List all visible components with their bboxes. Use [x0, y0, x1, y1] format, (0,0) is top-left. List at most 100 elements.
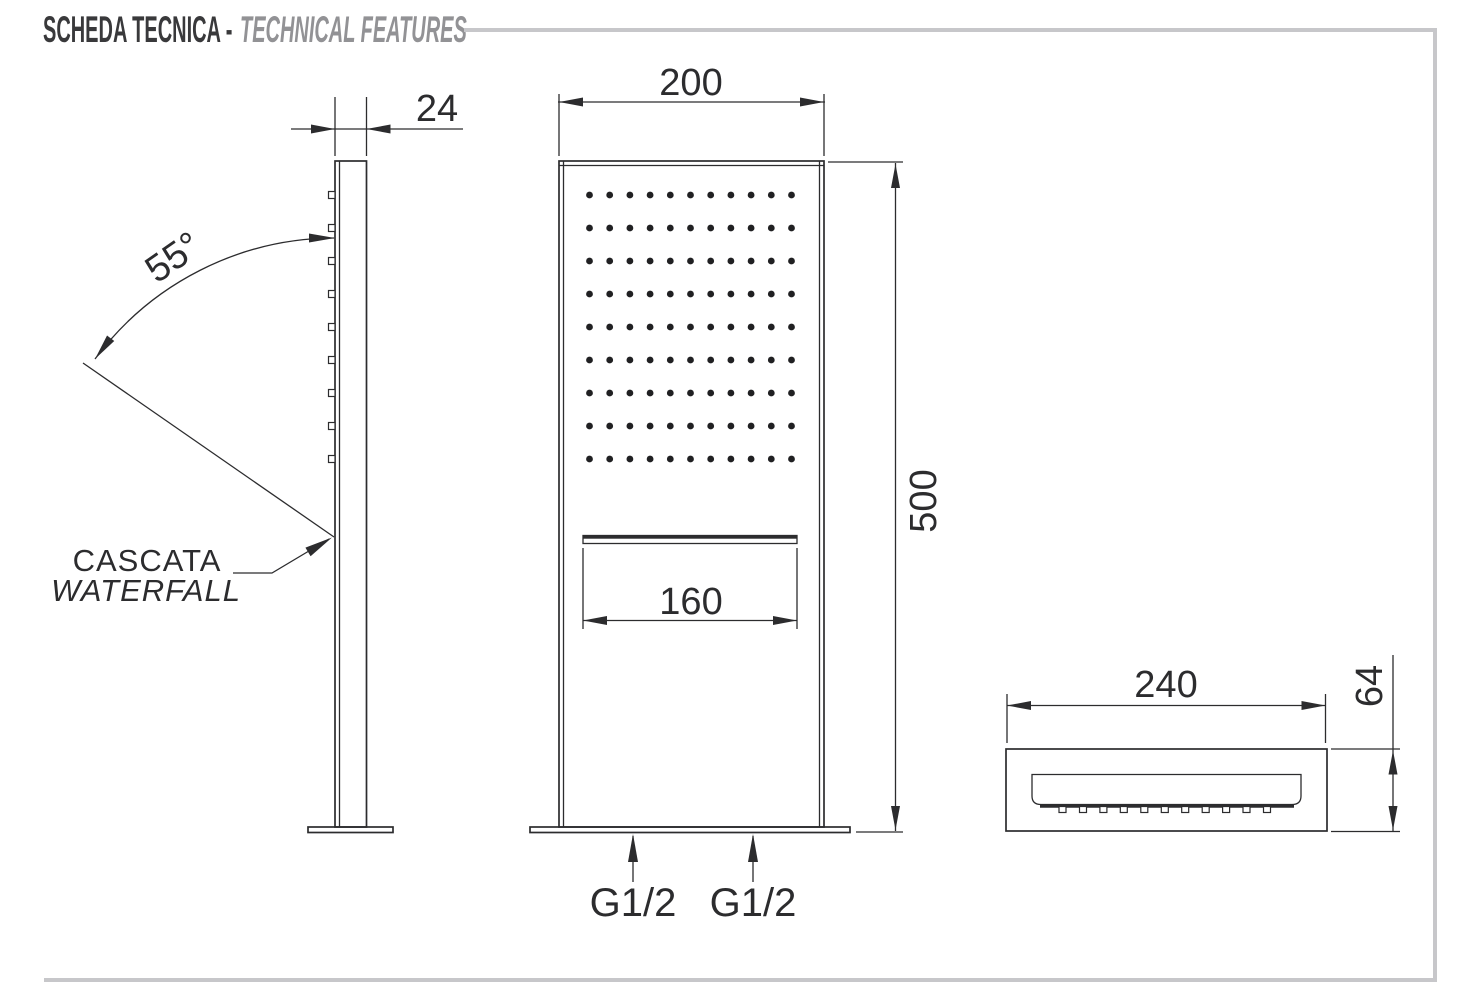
arc-arrow: [309, 233, 335, 243]
base-plate-top-outline: [1005, 748, 1328, 832]
dim-arrow: [311, 124, 335, 134]
top-nozzle: [1078, 805, 1088, 814]
spray-nozzle-dot: [646, 389, 654, 397]
dim-arrow: [1301, 701, 1326, 710]
side-view: 24 55° CASCATA WATERFALL: [51, 88, 463, 834]
frame-bottom-rule: [44, 978, 1437, 982]
inlet-arrow: [748, 834, 758, 862]
spray-nozzle-dot: [646, 455, 654, 463]
spray-nozzle-dot: [586, 257, 593, 265]
leader-arrow: [305, 537, 332, 557]
spray-nozzle-dot: [626, 356, 634, 364]
spray-nozzle-dot: [606, 257, 614, 265]
side-nozzle: [327, 190, 336, 200]
spray-nozzle-dot: [586, 191, 593, 199]
waterfall-label-italian: CASCATA: [73, 543, 222, 578]
spray-nozzle-dot: [788, 257, 795, 265]
spray-nozzle-dot: [788, 224, 795, 232]
dim-arrow: [891, 806, 900, 830]
spray-nozzle-dot: [586, 224, 593, 232]
side-nozzle: [327, 322, 336, 332]
spray-nozzle-dot: [707, 191, 715, 199]
spray-nozzle-dot: [788, 290, 795, 298]
spray-nozzle-dot: [747, 257, 755, 265]
dim-height-500: 500: [828, 161, 945, 833]
spray-nozzle-dot: [687, 356, 694, 364]
spray-nozzle-dot: [626, 257, 634, 265]
dim-width-240: 240: [1006, 664, 1327, 743]
spray-nozzle-dot: [767, 323, 775, 331]
inlet-label-right: G1/2: [710, 881, 797, 925]
spray-nozzle-dot: [687, 257, 694, 265]
dim-label-height: 500: [903, 469, 945, 532]
spray-nozzle-dot: [666, 323, 674, 331]
spray-nozzle-dot: [747, 224, 755, 232]
spray-nozzle-dot: [727, 422, 735, 430]
waterfall-callout: CASCATA WATERFALL: [51, 537, 332, 608]
spray-nozzle-dot: [747, 191, 755, 199]
title-italian: SCHEDA TECNICA -: [43, 9, 233, 50]
spray-nozzle-dot: [646, 191, 654, 199]
dim-label-width: 240: [1134, 664, 1197, 706]
angle-label: 55°: [138, 224, 209, 291]
slot-top-band: [583, 535, 797, 539]
arc-arrow: [95, 335, 115, 359]
spray-nozzle-dot: [626, 224, 634, 232]
spray-nozzle-dot: [788, 191, 795, 199]
top-nozzle: [1099, 805, 1108, 814]
spray-nozzle-dot: [727, 224, 735, 232]
spray-nozzle-dot: [687, 290, 694, 298]
dim-depth-64: 64: [1331, 655, 1400, 833]
dim-label-width: 200: [659, 62, 722, 104]
spray-nozzle-dot: [606, 356, 614, 364]
spray-nozzle-dot: [747, 290, 755, 298]
spray-nozzle-dot: [687, 191, 694, 199]
spray-nozzle-dot: [788, 323, 795, 331]
spray-nozzle-dot: [606, 290, 614, 298]
dim-label-depth: 24: [416, 88, 458, 130]
spray-nozzle-dot: [586, 356, 593, 364]
spray-nozzle-dot: [707, 389, 715, 397]
spray-nozzle-dot: [687, 455, 694, 463]
side-nozzle: [327, 223, 336, 233]
spray-nozzle-dot: [767, 290, 775, 298]
dim-arrow: [583, 616, 607, 625]
spray-nozzle-dot: [586, 455, 593, 463]
spray-nozzle-dot: [626, 323, 634, 331]
spray-nozzle-dot: [666, 422, 674, 430]
base-plate-front: [529, 826, 851, 834]
spray-nozzle-dot: [788, 356, 795, 364]
spray-nozzle-dot: [788, 422, 795, 430]
panel-section-outline: [1031, 773, 1302, 806]
dim-arrow: [1007, 701, 1031, 710]
spray-nozzle-dot: [747, 356, 755, 364]
spray-nozzle-dot: [606, 323, 614, 331]
spray-nozzle-dot: [727, 290, 735, 298]
side-nozzle-strip: [327, 190, 336, 464]
side-nozzle: [327, 355, 336, 365]
dim-arrow: [366, 124, 391, 134]
base-plate-side: [307, 826, 394, 834]
top-nozzle: [1201, 805, 1210, 814]
top-nozzle-strip: [1058, 805, 1272, 814]
dim-arrow: [773, 616, 797, 625]
frame-right-rule: [1433, 28, 1437, 982]
side-nozzle: [327, 256, 336, 266]
spray-nozzle-dot: [727, 191, 735, 199]
spray-nozzle-dot: [788, 455, 795, 463]
waterfall-label-english: WATERFALL: [51, 573, 241, 608]
spray-nozzle-dot: [767, 191, 775, 199]
top-nozzle: [1242, 805, 1251, 814]
top-nozzle: [1119, 805, 1128, 814]
spray-nozzle-dot: [626, 455, 634, 463]
title-english: TECHNICAL FEATURES: [240, 9, 467, 50]
dim-width-200: 200: [558, 62, 825, 156]
dim-arrow: [1388, 806, 1398, 830]
top-view: 240 64: [1005, 655, 1400, 833]
top-nozzle: [1058, 805, 1067, 814]
side-nozzle: [327, 388, 336, 398]
spray-nozzle-dot: [586, 290, 593, 298]
spray-nozzle-dot: [707, 224, 715, 232]
spray-nozzle-dot: [666, 224, 674, 232]
